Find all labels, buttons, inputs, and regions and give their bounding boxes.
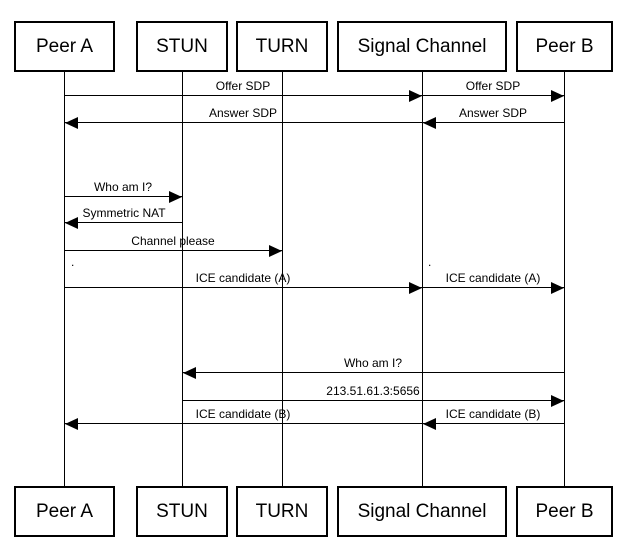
message-label: Offer SDP	[215, 79, 271, 93]
actor-box-signal-channel-bottom: Signal Channel	[337, 486, 507, 537]
actor-box-peer-b-top: Peer B	[516, 21, 613, 72]
message-label: ICE candidate (A)	[445, 271, 541, 285]
arrowhead-left-icon	[65, 417, 78, 430]
continuation-dot-signal-channel: .	[428, 255, 432, 269]
arrowhead-left-icon	[423, 417, 436, 430]
arrowhead-right-icon	[551, 281, 564, 294]
actor-box-peer-a-top: Peer A	[14, 21, 115, 72]
arrow-line	[423, 122, 564, 123]
arrow-line	[65, 423, 422, 424]
arrow-line	[64, 196, 182, 197]
arrowhead-left-icon	[65, 216, 78, 229]
arrowhead-right-icon	[169, 190, 182, 203]
actor-box-stun-top: STUN	[136, 21, 228, 72]
lifeline-turn	[282, 72, 283, 486]
arrow-line	[64, 287, 422, 288]
arrowhead-right-icon	[551, 394, 564, 407]
message-label: Symmetric NAT	[82, 206, 166, 220]
message-label: Who am I?	[93, 180, 153, 194]
actor-box-signal-channel-top: Signal Channel	[337, 21, 507, 72]
message-label: ICE candidate (B)	[195, 407, 291, 421]
arrowhead-right-icon	[269, 244, 282, 257]
arrow-line	[64, 250, 282, 251]
arrow-line	[423, 423, 564, 424]
arrow-line	[183, 372, 564, 373]
arrow-line	[64, 95, 422, 96]
arrow-line	[422, 95, 564, 96]
lifeline-peer-a	[64, 72, 65, 486]
message-label: ICE candidate (A)	[195, 271, 291, 285]
arrowhead-right-icon	[551, 89, 564, 102]
continuation-dot-peer-a: .	[71, 255, 75, 269]
actor-box-stun-bottom: STUN	[136, 486, 228, 537]
actor-box-peer-a-bottom: Peer A	[14, 486, 115, 537]
message-label: Offer SDP	[465, 79, 521, 93]
message-label: Answer SDP	[208, 106, 278, 120]
arrow-line	[182, 400, 564, 401]
message-label: Who am I?	[343, 356, 403, 370]
arrowhead-left-icon	[65, 116, 78, 129]
arrowhead-left-icon	[423, 116, 436, 129]
actor-box-turn-top: TURN	[236, 21, 328, 72]
lifeline-peer-b	[564, 72, 565, 486]
arrow-line	[422, 287, 564, 288]
message-label: Channel please	[131, 234, 215, 248]
message-label: 213.51.61.3:5656	[326, 384, 420, 398]
actor-box-turn-bottom: TURN	[236, 486, 328, 537]
arrowhead-right-icon	[409, 281, 422, 294]
arrowhead-left-icon	[183, 366, 196, 379]
arrow-line	[65, 222, 182, 223]
arrow-line	[65, 122, 422, 123]
message-label: ICE candidate (B)	[445, 407, 541, 421]
lifeline-signal-channel	[422, 72, 423, 486]
lifeline-stun	[182, 72, 183, 486]
message-label: Answer SDP	[458, 106, 528, 120]
arrowhead-right-icon	[409, 89, 422, 102]
actor-box-peer-b-bottom: Peer B	[516, 486, 613, 537]
